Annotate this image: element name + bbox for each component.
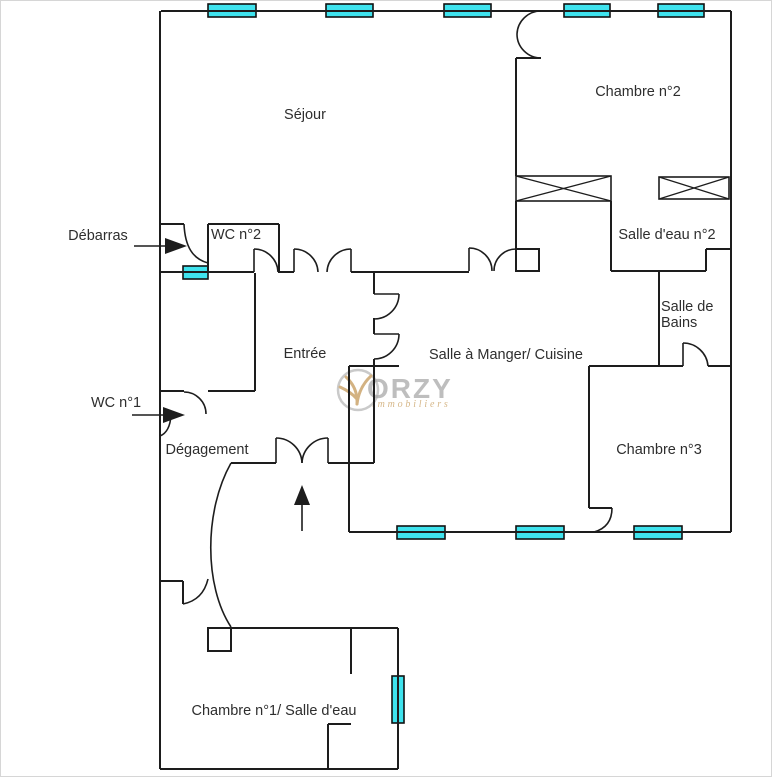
hatch-diagonal — [658, 176, 730, 200]
entrance-double-arc-r — [301, 437, 329, 464]
hatched-closet-boxes — [515, 175, 730, 202]
annotation-label-wc1: WC n°1 — [91, 395, 141, 411]
room-label-entree: Entrée — [284, 346, 327, 362]
entrance-arrow-head-icon — [294, 485, 310, 505]
room-label-salle-a-manger-cuisine: Salle à Manger/ Cuisine — [429, 347, 583, 363]
watermark-tagline-text: immobiliers — [372, 399, 451, 410]
room-label-chambre3: Chambre n°3 — [616, 442, 702, 458]
hall-double-arc-l — [293, 248, 319, 273]
debarras-arrow-head-icon — [165, 238, 187, 254]
debarras-door — [183, 223, 209, 264]
room-label-salle-de-bains-line2: Bains — [661, 315, 697, 331]
chambre2-door-arc-b — [516, 33, 542, 59]
annotation-label-debarras: Débarras — [68, 228, 128, 244]
room-label-chambre1-salle-deau: Chambre n°1/ Salle d'eau — [192, 703, 357, 719]
sam-double-arc-r — [493, 248, 517, 272]
entree-door1-arc — [373, 293, 400, 320]
room-label-chambre2: Chambre n°2 — [595, 84, 681, 100]
wall-end-caps — [207, 248, 540, 652]
room-label-salle-de-bains-line1: Salle de — [661, 299, 713, 315]
chambre3-door-arc — [593, 507, 613, 533]
room-label-wc2: WC n°2 — [211, 227, 261, 243]
sam-double-arc-l — [468, 247, 493, 272]
watermark-brand-text: ORZY — [367, 373, 453, 404]
window-markers — [182, 3, 705, 724]
sdb-door-arc — [682, 342, 709, 367]
wall-end-cap — [515, 248, 540, 272]
room-label-salledeau2: Salle d'eau n°2 — [618, 227, 715, 243]
degagement-long-arc — [209, 462, 232, 628]
chambre2-door-arc-a — [516, 10, 542, 35]
hall-double-arc-r — [326, 248, 352, 273]
entree-door2-arc — [373, 333, 400, 360]
watermark-circle-icon — [336, 368, 380, 412]
hatch-diagonal — [515, 175, 612, 202]
wc1-door-arc — [183, 391, 207, 415]
room-label-sejour: Séjour — [284, 107, 326, 123]
access-arrows — [132, 238, 310, 531]
wall-lines — [159, 10, 732, 770]
hall-door-arc — [253, 248, 279, 273]
wc1-arrow-head-icon — [163, 407, 185, 423]
agency-watermark: ORZY immobiliers — [336, 368, 453, 412]
wall-end-cap — [207, 627, 232, 652]
closet-notch-arc — [182, 578, 209, 605]
room-label-degagement: Dégagement — [165, 442, 248, 458]
door-symbols — [159, 10, 709, 628]
entrance-double-arc-l — [275, 437, 303, 464]
